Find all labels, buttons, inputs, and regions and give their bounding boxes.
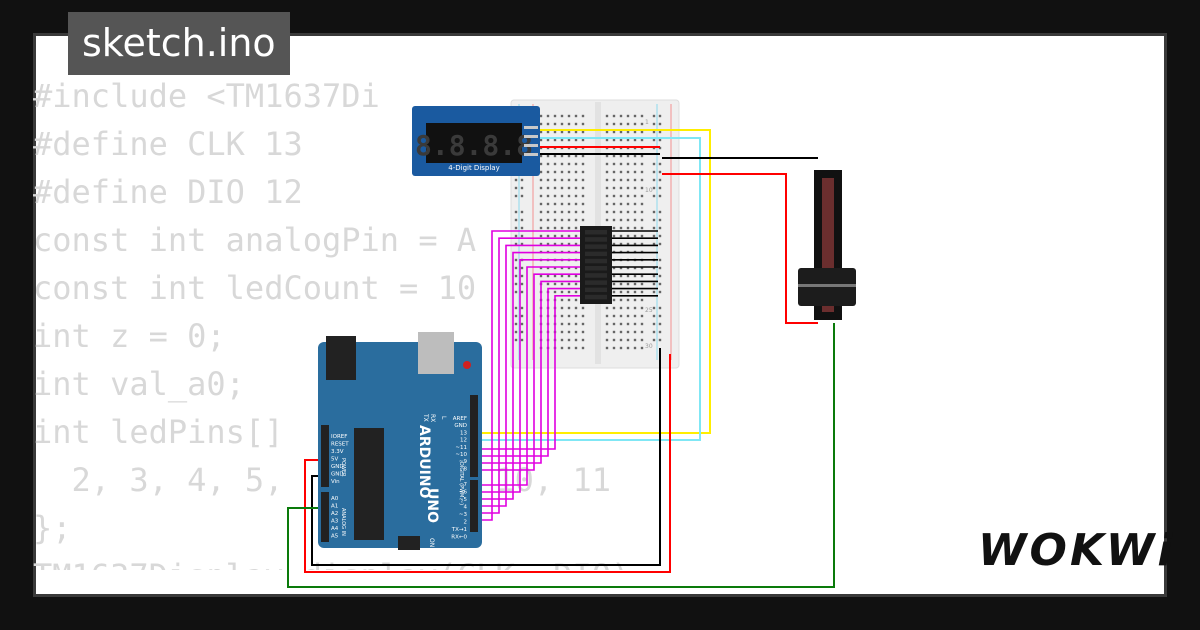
code-line: };	[33, 509, 72, 547]
code-line: const int analogPin = A	[33, 221, 477, 259]
slide-potentiometer[interactable]	[798, 170, 856, 320]
digital-pin-label: ~11	[455, 445, 467, 451]
power-jack	[326, 336, 356, 380]
led-wire[interactable]	[474, 251, 580, 500]
led-wire[interactable]	[474, 287, 580, 457]
l-label: L	[440, 416, 447, 420]
digital-pin-label: ~10	[455, 452, 467, 458]
led-segment	[585, 266, 607, 271]
wires	[287, 129, 835, 588]
digital-pin-label: ~5	[459, 497, 468, 503]
code-line: #include <TM1637Di	[33, 77, 380, 115]
code-line: int ledPins[]	[33, 413, 284, 451]
row-number: 1	[645, 119, 649, 126]
wire-power-arduino[interactable]	[304, 354, 671, 573]
digital-pin-label: TX→1	[451, 527, 467, 533]
digital-label: DIGITAL (PWM ~)	[458, 462, 464, 505]
analog-pin-label: A4	[331, 526, 339, 532]
wire-analog[interactable]	[287, 323, 835, 588]
analog-pin-label: A3	[331, 519, 339, 525]
led-wire[interactable]	[474, 273, 580, 471]
led-bar-segments	[585, 230, 607, 300]
digital-pin-label: 4	[464, 505, 468, 511]
display-label: 4-Digit Display	[448, 164, 499, 172]
display-digits: 8.8.8.8	[415, 129, 533, 162]
arduino-uno[interactable]: IOREFRESET3.3V5VGNDGNDVinA0A1A2A3A4A5ARE…	[318, 332, 482, 550]
digital-pin-label: ~3	[459, 512, 468, 518]
power-pin-label: GND	[331, 472, 344, 478]
digital-pin-label: RX←0	[451, 535, 467, 541]
arduino-model: UNO	[424, 488, 440, 523]
power-pin-label: 5V	[331, 457, 338, 463]
led-wire[interactable]	[474, 237, 580, 514]
power-pin-label: IOREF	[331, 434, 347, 440]
led-wires[interactable]	[474, 230, 658, 521]
analog-pin-label: A1	[331, 504, 338, 510]
reset-button[interactable]	[463, 361, 471, 369]
code-line: int val_a0;	[33, 365, 245, 403]
row-number: 25	[645, 307, 653, 314]
digital-pin-label: 12	[460, 438, 467, 444]
led-segment	[585, 287, 607, 293]
led-wire[interactable]	[474, 244, 580, 507]
led-segment	[585, 237, 607, 242]
power-pin-label: 3.3V	[331, 449, 344, 455]
led-wire[interactable]	[474, 280, 580, 464]
code-background: #include <TM1637Di #define CLK 13 #define …	[33, 72, 630, 570]
led-wire[interactable]	[474, 258, 580, 493]
analog-label: ANALOG IN	[340, 508, 346, 536]
usb-port	[418, 332, 454, 374]
analog-pin-label: A0	[331, 496, 339, 502]
row-number: 10	[645, 187, 653, 194]
led-segment	[585, 273, 607, 278]
row-number: 30	[645, 343, 653, 350]
led-segment	[585, 258, 607, 264]
rx-label: RX	[429, 414, 436, 422]
arduino-brand: ARDUINO	[416, 425, 432, 499]
code-line: const int ledCount = 10	[33, 269, 477, 307]
led-wire[interactable]	[474, 230, 580, 521]
power-pin-label: Vin	[331, 479, 340, 485]
led-wire[interactable]	[474, 294, 580, 450]
led-segment	[585, 244, 607, 249]
code-line: #define CLK 13	[33, 125, 303, 163]
power-label: POWER	[340, 458, 346, 477]
led-bar-graph[interactable]	[580, 226, 612, 304]
tx-label: TX	[422, 413, 429, 422]
analog-pin-label: A5	[331, 534, 339, 540]
atmega-chip	[354, 428, 384, 540]
on-label: ON	[428, 538, 435, 547]
code-line: #define DIO 12	[33, 173, 303, 211]
wokwi-logo: WOKWi	[978, 525, 1176, 576]
led-segment	[585, 230, 607, 235]
digital-pin-label: ~9	[459, 459, 468, 465]
code-line: TM1637Display display(CLK, DIO)	[33, 552, 630, 570]
led-segment	[585, 251, 607, 257]
digital-pin-label: GND	[454, 423, 467, 429]
file-name-tab[interactable]: sketch.ino	[68, 12, 290, 75]
led-segment	[585, 280, 607, 285]
led-wire[interactable]	[474, 266, 580, 486]
digital-pin-label: 7	[464, 482, 468, 488]
digital-pin-label: ~6	[459, 490, 468, 496]
analog-pin-label: A2	[331, 511, 338, 517]
seven-segment-display[interactable]: 8.8.8.8 4-Digit Display	[412, 106, 540, 176]
power-pin-label: GND	[331, 464, 344, 470]
code-line: int z = 0;	[33, 317, 226, 355]
led-segment	[585, 294, 607, 300]
wire-dio[interactable]	[474, 137, 701, 441]
digital-pin-label: 8	[464, 466, 468, 472]
digital-pin-label: 13	[460, 430, 467, 436]
digital-pin-label: 2	[464, 520, 468, 526]
digital-pin-label: AREF	[453, 416, 467, 422]
power-pin-label: RESET	[331, 442, 349, 448]
wire-power-pot[interactable]	[662, 173, 818, 324]
wire-clk[interactable]	[474, 129, 711, 434]
